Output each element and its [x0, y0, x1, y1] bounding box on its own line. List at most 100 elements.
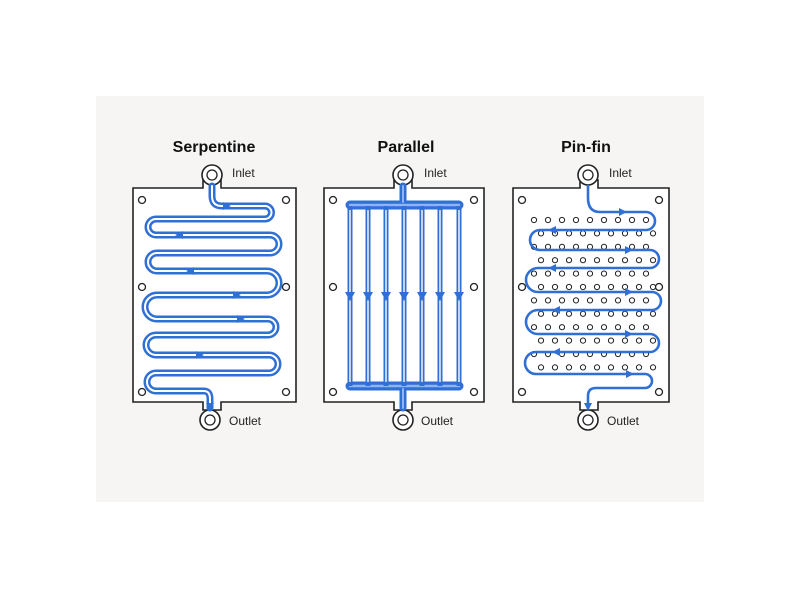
- inlet-port: [201, 164, 223, 186]
- pin-fin-inlet-label: Inlet: [609, 166, 632, 180]
- pin-fin: [649, 230, 657, 237]
- pin-fin: [586, 270, 594, 277]
- pin-fin: [607, 337, 615, 344]
- parallel-inlet-label: Inlet: [424, 166, 447, 180]
- pin-fin: [551, 337, 559, 344]
- pin-fin: [593, 257, 601, 264]
- pin-fin: [530, 270, 538, 277]
- pin-fin: [544, 297, 552, 304]
- serpentine-title: Serpentine: [173, 139, 256, 156]
- pin-fin: [565, 310, 573, 317]
- pin-fin: [593, 310, 601, 317]
- pin-fin: [572, 270, 580, 277]
- pin-fin: [572, 324, 580, 331]
- pin-fin: [558, 270, 566, 277]
- pin-fin: [635, 310, 643, 317]
- pin-fin: [530, 297, 538, 304]
- pin-fin: [586, 324, 594, 331]
- pin-fin: [579, 257, 587, 264]
- pin-fin: [579, 310, 587, 317]
- pin-fin: [600, 270, 608, 277]
- outlet-port: [392, 409, 414, 431]
- pin-fin: [628, 324, 636, 331]
- pin-fin: [537, 230, 545, 237]
- pin-fin: [607, 257, 615, 264]
- pin-fin: [635, 230, 643, 237]
- pin-fin: [593, 337, 601, 344]
- pin-fin: [537, 310, 545, 317]
- pin-fin: [537, 283, 545, 291]
- pin-fin: [642, 270, 650, 277]
- pin-fin: [614, 324, 622, 331]
- serpentine-channel-inner: [144, 185, 280, 409]
- plate-outline: [512, 179, 670, 411]
- inlet-port: [577, 164, 599, 186]
- pin-fin: [565, 364, 573, 371]
- pin-fin: [579, 283, 587, 291]
- pin-fin: [649, 337, 657, 344]
- serpentine-inlet-label: Inlet: [232, 166, 255, 180]
- pin-fin: [558, 297, 566, 304]
- parallel-outlet-label: Outlet: [421, 414, 454, 428]
- pin-fin: [579, 364, 587, 371]
- pin-fin: [551, 283, 559, 291]
- pin-fin: [565, 230, 573, 237]
- pin-fin-flow-path: [523, 184, 663, 410]
- pin-fin: [565, 257, 573, 264]
- pin-fin: [628, 216, 636, 224]
- pin-fin: [649, 283, 657, 291]
- outlet-port: [577, 409, 599, 431]
- pin-fin: [642, 297, 650, 304]
- pin-array: [530, 216, 657, 371]
- pin-fin: [649, 257, 657, 264]
- pin-fin: [607, 283, 615, 291]
- pin-fin: [593, 364, 601, 371]
- parallel-title: Parallel: [378, 139, 435, 156]
- pin-fin-plate: Pin-fin: [512, 139, 670, 431]
- pin-fin: [565, 337, 573, 344]
- pin-fin: [586, 216, 594, 224]
- pin-fin: [607, 310, 615, 317]
- pin-fin: [558, 216, 566, 224]
- pin-fin: [586, 297, 594, 304]
- pin-fin: [544, 270, 552, 277]
- parallel-plate: Parallel: [323, 139, 485, 431]
- parallel-flow-arrows: [345, 292, 464, 301]
- pin-fin: [621, 230, 629, 237]
- pin-fin: [649, 310, 657, 317]
- pin-fin: [600, 324, 608, 331]
- pin-fin: [600, 297, 608, 304]
- pin-fin: [558, 243, 566, 250]
- pin-fin: [593, 283, 601, 291]
- pin-fin: [600, 216, 608, 224]
- pin-fin: [614, 243, 622, 250]
- pin-fin: [593, 230, 601, 237]
- serpentine-plate: Serpentine Inlet: [132, 139, 297, 431]
- pin-fin: [530, 324, 538, 331]
- pin-fin: [649, 364, 657, 371]
- pin-fin: [551, 364, 559, 371]
- pin-fin: [628, 297, 636, 304]
- pin-fin: [544, 324, 552, 331]
- pin-fin: [621, 337, 629, 344]
- inlet-port: [392, 164, 414, 186]
- pin-fin: [635, 364, 643, 371]
- pin-fin: [635, 257, 643, 264]
- pin-fin: [572, 216, 580, 224]
- mounting-holes: [137, 195, 291, 397]
- pin-fin: [537, 337, 545, 344]
- pin-fin: [614, 297, 622, 304]
- pin-fin: [586, 243, 594, 250]
- pin-fin: [621, 257, 629, 264]
- pin-fin: [530, 216, 538, 224]
- pin-fin: [635, 337, 643, 344]
- pin-fin: [537, 257, 545, 264]
- pin-fin-title: Pin-fin: [561, 139, 611, 156]
- pin-fin: [544, 243, 552, 250]
- pin-fin: [628, 270, 636, 277]
- pin-fin: [621, 310, 629, 317]
- pin-fin: [551, 257, 559, 264]
- pin-fin: [642, 216, 650, 224]
- pin-fin: [614, 216, 622, 224]
- pin-fin: [607, 364, 615, 371]
